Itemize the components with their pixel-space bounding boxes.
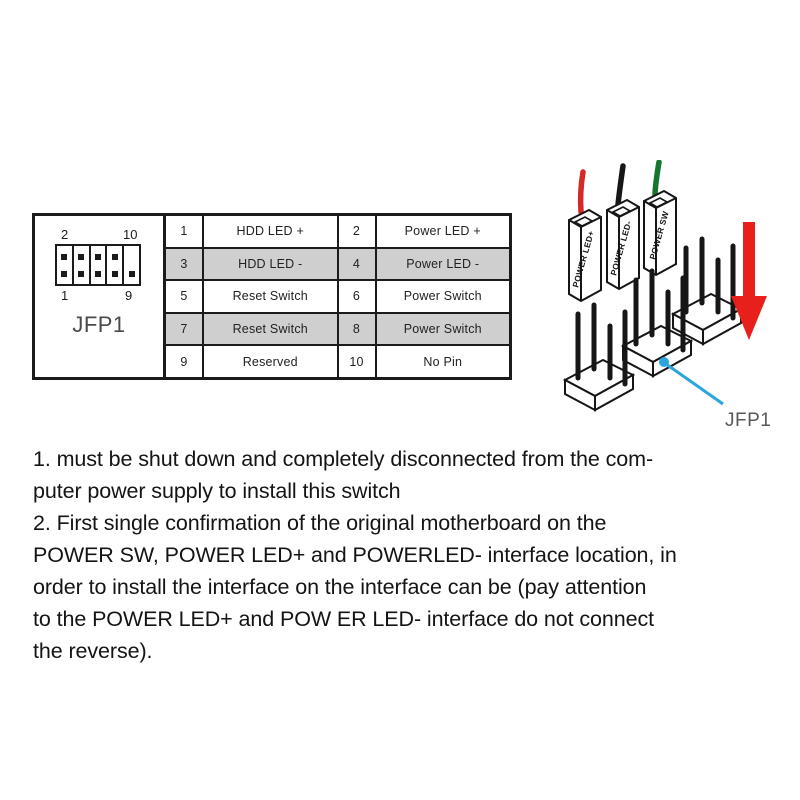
wire-power-sw [652, 160, 662, 199]
pin-column-4 [107, 246, 125, 284]
pin-square-2 [61, 253, 68, 260]
pin-square-6 [94, 253, 101, 260]
pin-number-even: 10 [339, 346, 377, 377]
table-row: 7 Reset Switch 8 Power Switch [166, 313, 509, 347]
pin-square-1 [61, 270, 68, 277]
pin-square-3 [78, 270, 85, 277]
pin-name-odd: Reserved [204, 346, 339, 377]
pin-square-8 [111, 253, 118, 260]
pin-square-9 [128, 270, 135, 277]
pin-number-odd: 7 [166, 313, 204, 345]
jfp1-connector-diagram: 2 10 1 9 [35, 216, 163, 377]
pin-name-odd: HDD LED + [204, 216, 339, 247]
header-pin-label-2: 2 [61, 227, 69, 242]
note-item-2: 2. First single confirmation of the orig… [33, 511, 677, 663]
pin-square-5 [94, 270, 101, 277]
pin-header-3d [562, 236, 744, 412]
plug-power-sw: POWER SW [643, 189, 677, 277]
wire-power-led-plus [577, 169, 586, 215]
plug-power-led-plus: POWER LED+ [568, 208, 602, 303]
jfp1-callout-line [665, 362, 724, 406]
header-pin-label-1: 1 [61, 288, 69, 303]
pin-number-even: 4 [339, 248, 377, 280]
pinout-table: 1 HDD LED + 2 Power LED + 3 HDD LED - 4 … [163, 216, 509, 377]
pin-name-even: Power LED + [404, 224, 481, 239]
pin-square-4 [78, 253, 85, 260]
pin-column-2 [74, 246, 91, 284]
table-row: 1 HDD LED + 2 Power LED + [166, 216, 509, 249]
pin-number-even: 6 [339, 281, 377, 312]
pin-number-even: 8 [339, 313, 377, 345]
pin-name-even: Power LED - [406, 256, 480, 271]
table-row: 5 Reset Switch 6 Power Switch [166, 281, 509, 314]
table-row: 3 HDD LED - 4 Power LED - [166, 248, 509, 282]
pin-number-odd: 1 [166, 216, 204, 247]
instruction-notes: 1. must be shut down and completely disc… [33, 443, 763, 667]
pin-name-odd: Reset Switch [204, 281, 339, 312]
table-row: 9 Reserved 10 No Pin [166, 346, 509, 377]
jfp1-callout-label: JFP1 [725, 410, 771, 431]
pin-number-even: 2 [339, 216, 377, 247]
pin-name-even: Power Switch [403, 322, 482, 337]
plug-power-led-minus: POWER LED- [606, 198, 640, 291]
pin-name-odd: Reset Switch [204, 313, 339, 345]
jfp1-callout: JFP1 [659, 357, 771, 431]
pin-name-odd: HDD LED - [204, 248, 339, 280]
installation-illustration: POWER LED+ POWER LED- POWER SW [545, 160, 800, 445]
pin-column-1 [57, 246, 74, 284]
header-pin-label-10: 10 [123, 227, 138, 242]
pin-square-10-missing [129, 254, 135, 260]
pin-name-even: Power Switch [403, 289, 482, 304]
pin-column-5 [124, 246, 139, 284]
install-direction-arrow-icon [731, 222, 767, 340]
header-pin-label-9: 9 [125, 288, 133, 303]
pin-square-7 [111, 270, 118, 277]
pin-name-even: No Pin [423, 354, 463, 369]
pin-number-odd: 3 [166, 248, 204, 280]
pin-number-odd: 5 [166, 281, 204, 312]
jfp1-pinout-block: 2 10 1 9 [32, 213, 512, 380]
pin-column-3 [91, 246, 108, 284]
wire-power-led-minus [615, 163, 626, 208]
pin-number-odd: 9 [166, 346, 204, 377]
jfp1-caption: JFP1 [72, 312, 126, 337]
pin-header-graphic [55, 244, 141, 286]
note-item-1: 1. must be shut down and completely disc… [33, 447, 654, 503]
